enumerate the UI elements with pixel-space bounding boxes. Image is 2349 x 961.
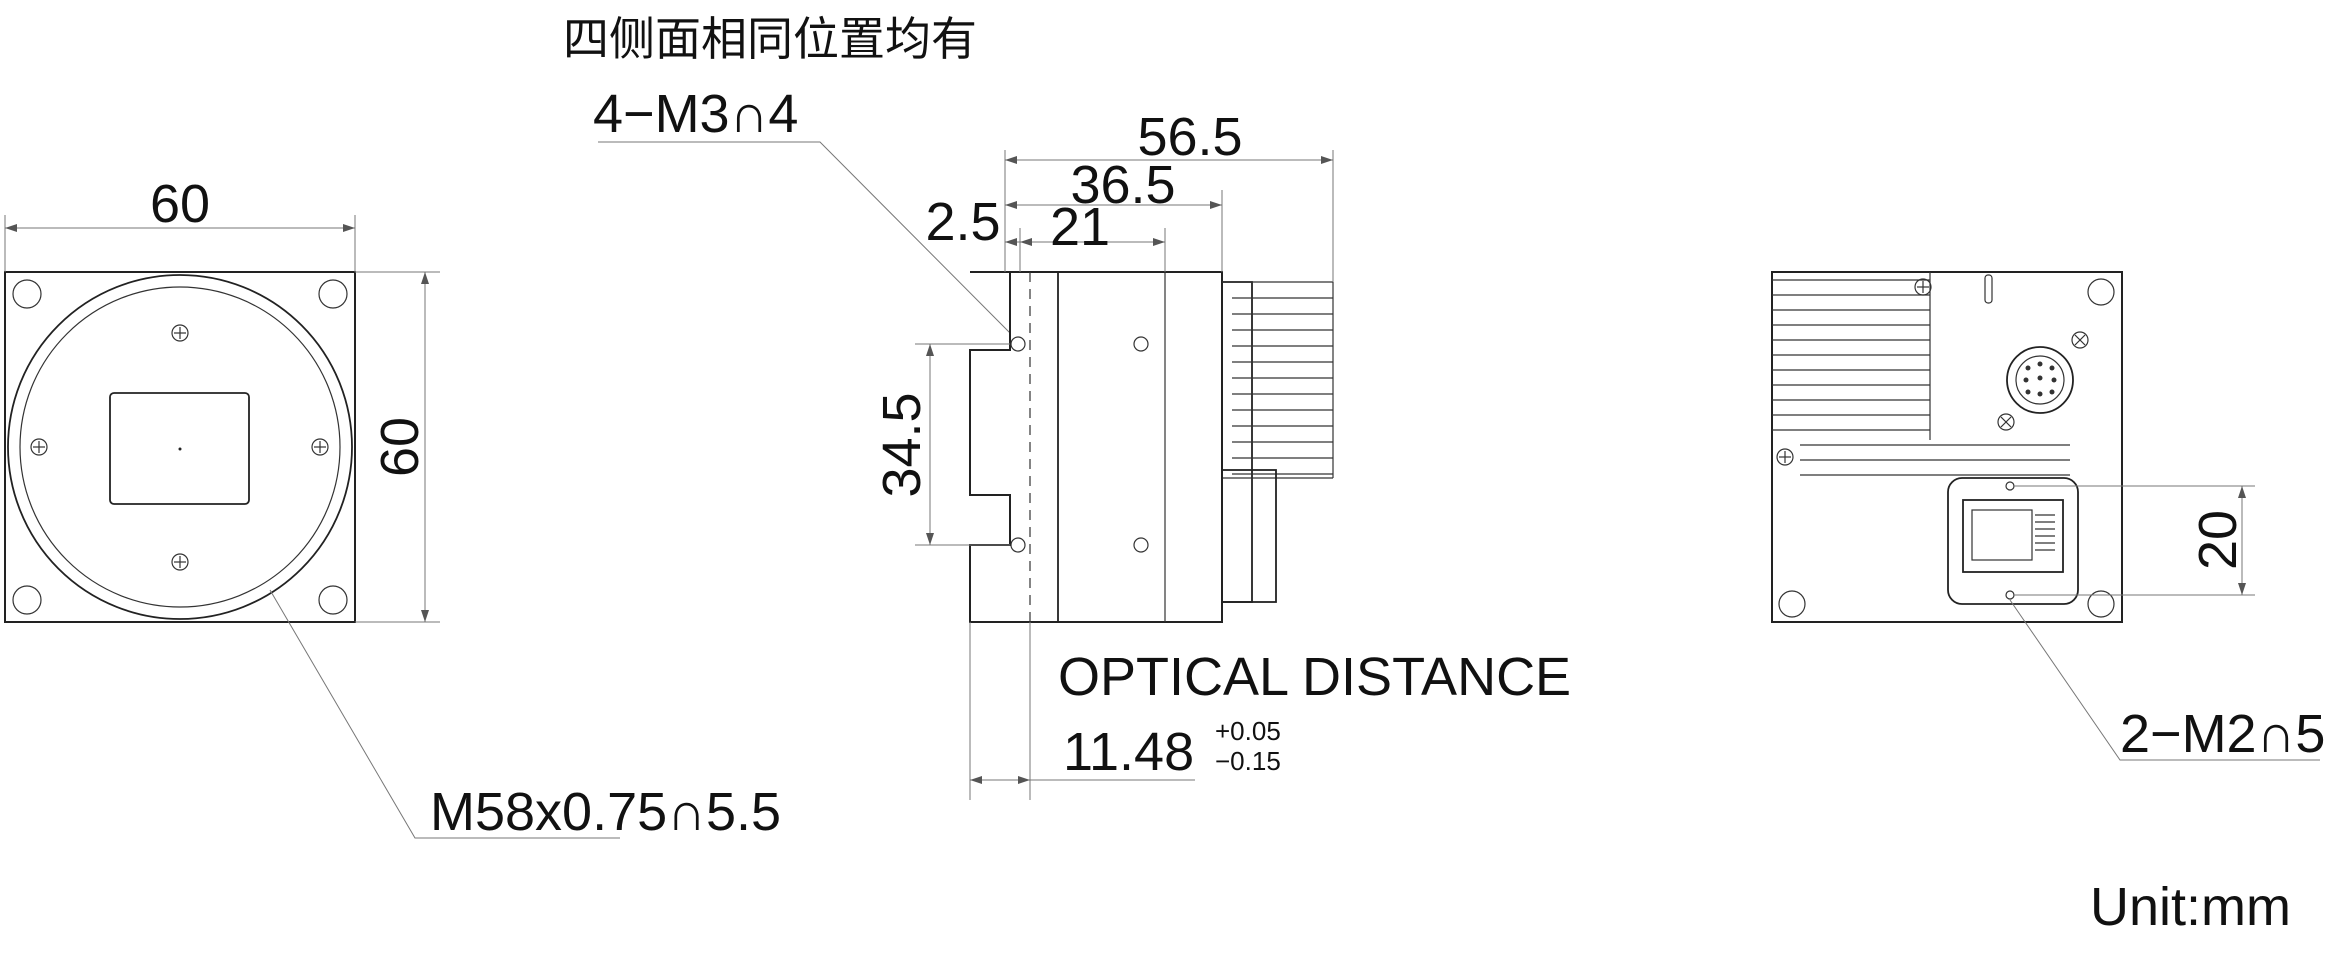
front-view: 60 60 M58x0.75∩5.5 [4,174,781,842]
sensor-center-dot [178,447,182,451]
corner-hole [2087,278,2115,306]
screw-icon [30,438,48,456]
corner-hole [12,279,42,309]
screw-icon [1914,278,1932,296]
rear-view: 20 2−M2∩5 [1771,271,2325,764]
cross-screw-icon [2071,331,2089,349]
sensor-window [109,392,250,505]
dim-total-length: 56.5 [1137,107,1242,167]
cross-screw-icon [1997,413,2015,431]
screw-hole [1010,336,1026,352]
optical-distance-label: OPTICAL DISTANCE [1058,647,1571,707]
dim-34-5: 34.5 [872,392,932,497]
screw-hole [1133,537,1149,553]
tolerance-plus: +0.05 [1215,716,1281,746]
corner-hole [2087,590,2115,618]
rear-callout: 2−M2∩5 [2120,704,2325,764]
dim-2-5: 2.5 [925,192,1000,252]
lens-mount-outer [7,274,353,620]
screw-icon [171,553,189,571]
screw-hole [1010,537,1026,553]
screw-icon [311,438,329,456]
dim-20: 20 [2188,510,2248,570]
front-height-label: 60 [370,417,430,477]
thread-callout: M58x0.75∩5.5 [430,782,781,842]
corner-hole [318,279,348,309]
corner-hole [318,585,348,615]
front-width-label: 60 [150,174,210,234]
status-led-slot [1984,274,1993,304]
side-view: 四侧面相同位置均有 4−M3∩4 [563,12,1571,800]
lens-mount-inner [19,286,341,608]
screw-hole [1133,336,1149,352]
corner-hole [12,585,42,615]
side-note-line2: 4−M3∩4 [593,84,798,144]
rear-fins [1772,272,2070,476]
corner-hole [1778,590,1806,618]
optical-distance-value: 11.48 [1063,722,1194,782]
dim-21: 21 [1050,197,1110,257]
tolerance-minus: −0.15 [1215,746,1281,776]
screw-icon [171,324,189,342]
power-connector-icon [2006,346,2074,414]
heat-sink [1221,281,1334,603]
unit-label: Unit:mm [2090,877,2291,937]
dim-body-length: 36.5 [1070,155,1175,215]
side-note-line1: 四侧面相同位置均有 [563,12,977,66]
screw-icon [1776,448,1794,466]
